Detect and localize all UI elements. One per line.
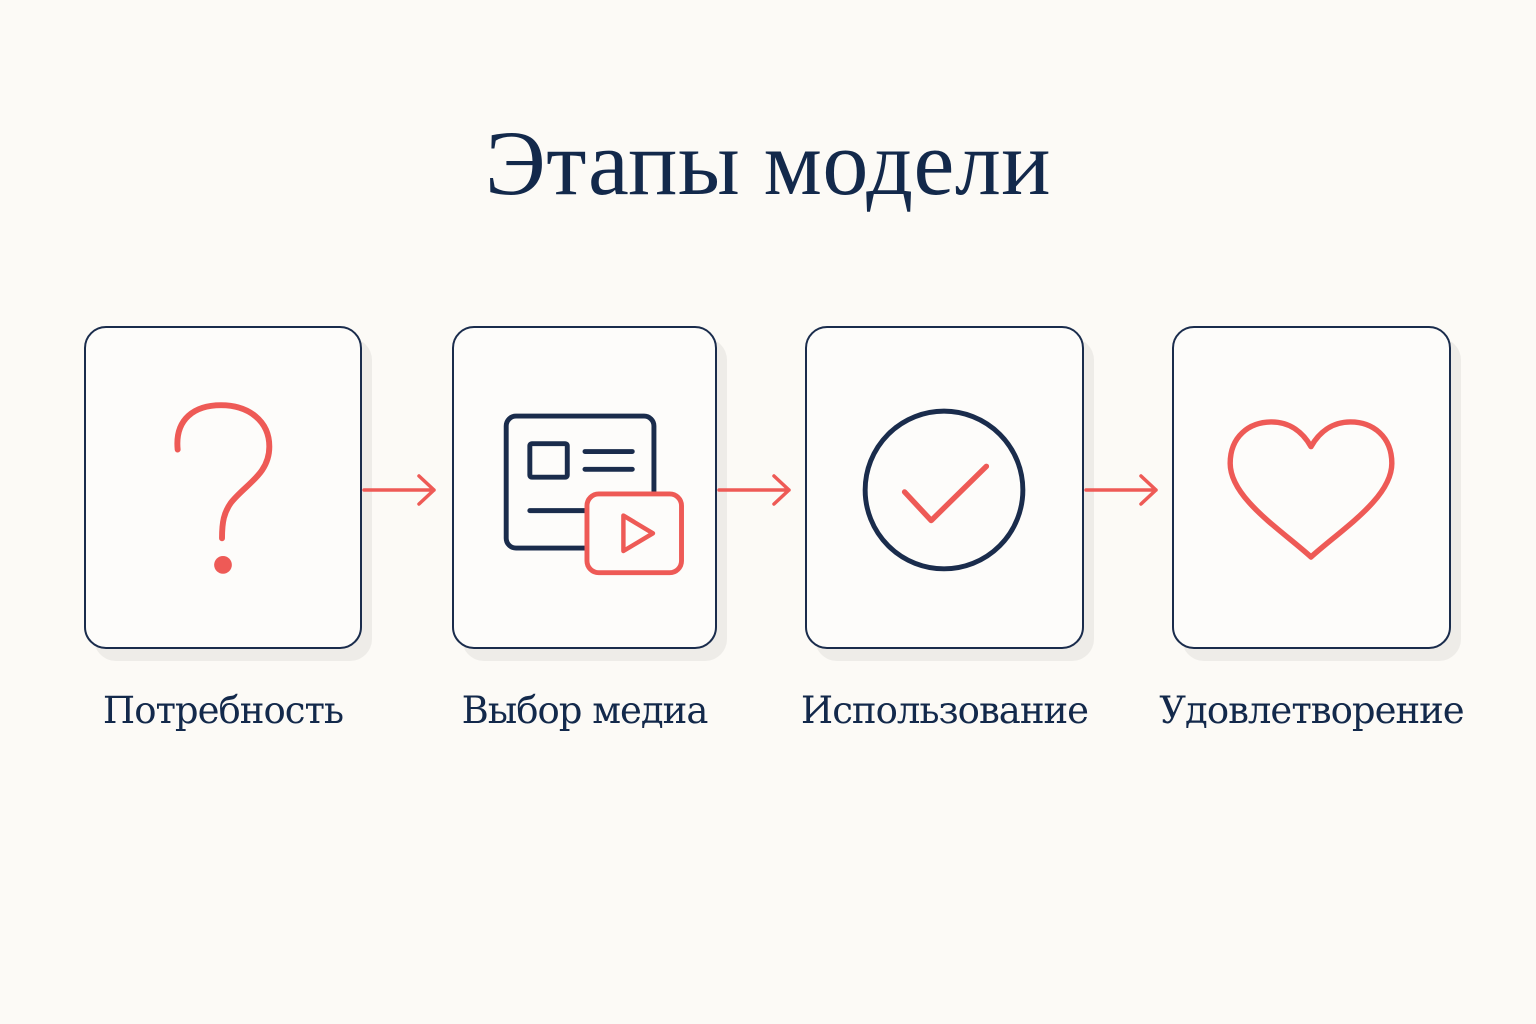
arrow-right-icon — [362, 474, 436, 506]
diagram-title: Этапы модели — [484, 112, 1052, 214]
stage-card-usage — [805, 326, 1084, 649]
arrow-right-icon — [717, 474, 791, 506]
stage-label-media-choice: Выбор медиа — [461, 689, 709, 732]
heart-icon — [1227, 419, 1395, 560]
stage-card-satisfaction — [1172, 326, 1451, 649]
media-video-icon — [503, 413, 684, 576]
arrow-right-icon — [1084, 474, 1158, 506]
stage-label-need: Потребность — [102, 689, 344, 732]
stage-card-need — [84, 326, 362, 649]
stage-label-usage: Использование — [800, 689, 1089, 732]
stage-card-media-choice — [452, 326, 717, 649]
stage-label-satisfaction: Удовлетворение — [1159, 689, 1464, 732]
question-mark-icon — [174, 402, 273, 574]
check-circle-icon — [862, 408, 1026, 572]
